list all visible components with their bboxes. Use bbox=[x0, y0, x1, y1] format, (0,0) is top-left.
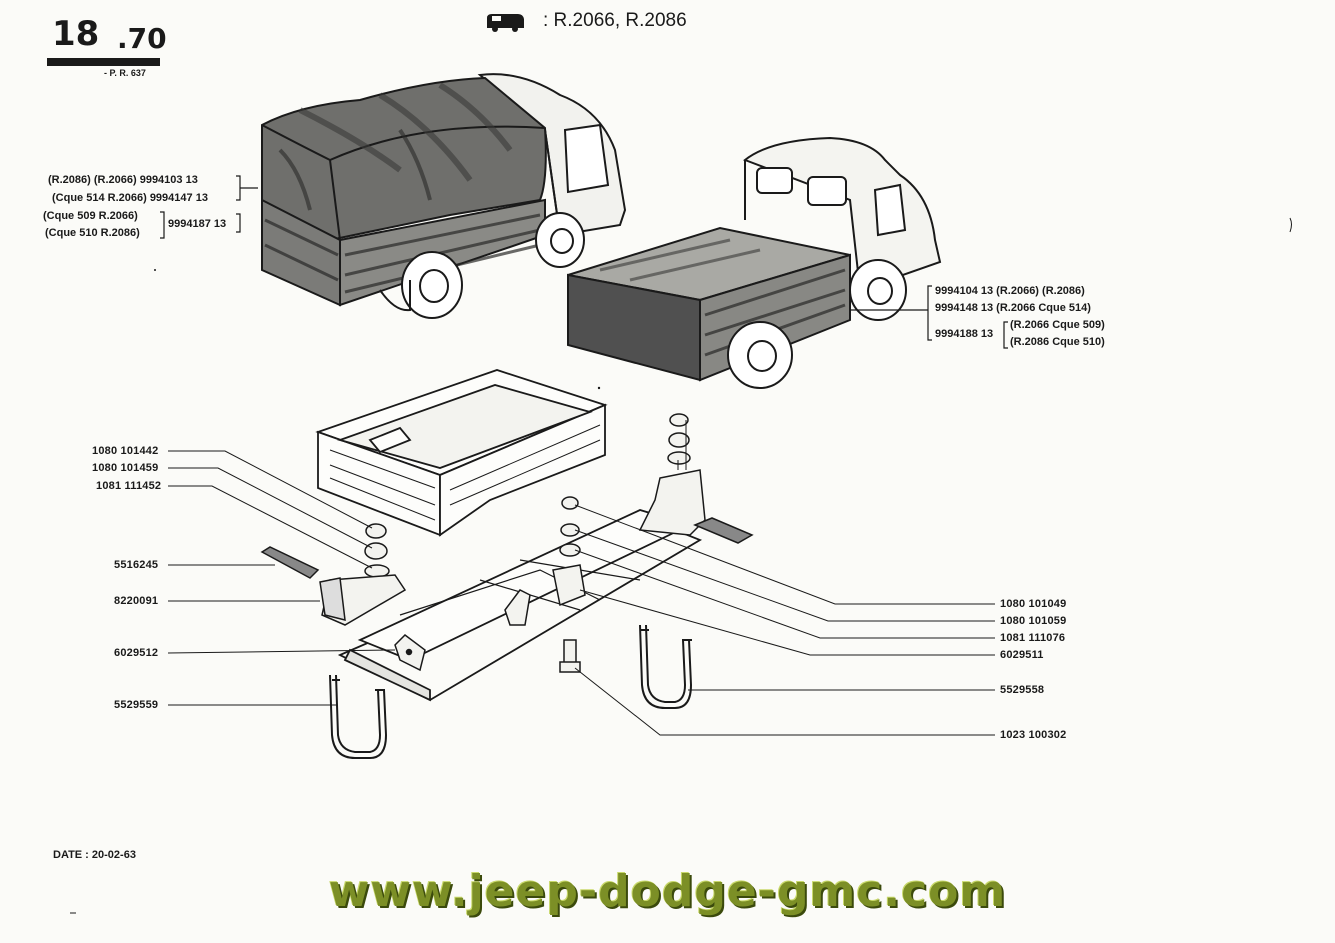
left-ref-row3-part: 9994187 13 bbox=[168, 218, 227, 230]
page-subnumber: .70 bbox=[117, 22, 167, 55]
right-ref-row3b: (R.2086 Cque 510) bbox=[1010, 336, 1105, 348]
callout-1023-100302: 1023 100302 bbox=[1000, 729, 1067, 741]
website-watermark: www.jeep-dodge-gmc.com bbox=[328, 866, 1007, 917]
left-bracket-assembly bbox=[260, 523, 426, 672]
header-rule bbox=[47, 58, 160, 66]
right-bracket-assembly bbox=[504, 413, 754, 673]
callout-6029511: 6029511 bbox=[1000, 649, 1044, 661]
callout-1080-101059: 1080 101059 bbox=[1000, 615, 1067, 627]
left-ref-row1: (R.2086) (R.2066) 9994103 13 bbox=[48, 174, 198, 186]
left-ref-row3b: (Cque 510 R.2086) bbox=[45, 227, 140, 239]
models-label: : R.2066, R.2086 bbox=[543, 10, 687, 31]
van-icon bbox=[487, 14, 524, 32]
left-ref-row3a: (Cque 509 R.2066) bbox=[43, 210, 138, 222]
callout-1080-101442: 1080 101442 bbox=[92, 445, 159, 457]
page-number: 18 bbox=[52, 14, 100, 54]
left-ref-row2: (Cque 514 R.2066) 9994147 13 bbox=[52, 192, 208, 204]
cargo-bed-drawing bbox=[315, 369, 608, 537]
callout-1081-111076: 1081 111076 bbox=[1000, 632, 1066, 644]
right-ref-row3-part: 9994188 13 bbox=[935, 328, 994, 340]
date-label: DATE : 20-02-63 bbox=[53, 849, 136, 861]
right-ref-row3a: (R.2066 Cque 509) bbox=[1010, 319, 1105, 331]
callout-6029512: 6029512 bbox=[114, 647, 159, 659]
callout-5529558: 5529558 bbox=[1000, 684, 1045, 696]
right-ref-row1: 9994104 13 (R.2066) (R.2086) bbox=[935, 285, 1085, 297]
callout-5516245: 5516245 bbox=[114, 559, 159, 571]
left-leader-lines bbox=[167, 450, 396, 706]
open-truck-illustration bbox=[567, 136, 942, 389]
u-bolt-left bbox=[329, 674, 388, 759]
right-ref-bracket bbox=[850, 285, 1008, 349]
callout-8220091: 8220091 bbox=[114, 595, 159, 607]
callout-1080-101459: 1080 101459 bbox=[92, 462, 159, 474]
callout-5529559: 5529559 bbox=[114, 699, 159, 711]
right-leader-lines bbox=[574, 420, 995, 736]
left-ref-bracket bbox=[160, 175, 258, 239]
u-bolt-right bbox=[639, 624, 693, 709]
scan-marks bbox=[70, 217, 1292, 914]
covered-truck-illustration bbox=[261, 73, 627, 319]
right-ref-row2: 9994148 13 (R.2066 Cque 514) bbox=[935, 302, 1091, 314]
callout-1080-101049: 1080 101049 bbox=[1000, 598, 1067, 610]
page-reference: - P. R. 637 bbox=[104, 68, 146, 78]
callout-1081-111452: 1081 111452 bbox=[96, 480, 162, 492]
